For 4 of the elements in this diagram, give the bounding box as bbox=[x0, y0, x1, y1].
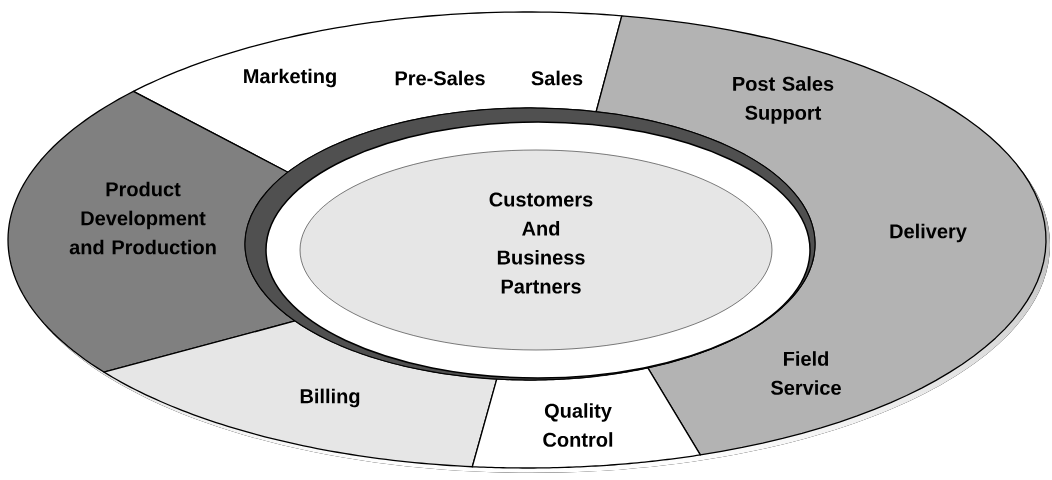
ring-segment: Billing bbox=[103, 320, 498, 468]
ring-segment: Quality Control bbox=[471, 367, 701, 469]
ring-segment: Product Development and Production bbox=[7, 90, 296, 373]
ring-segment: Marketing Pre-Sales Sales bbox=[132, 11, 623, 173]
